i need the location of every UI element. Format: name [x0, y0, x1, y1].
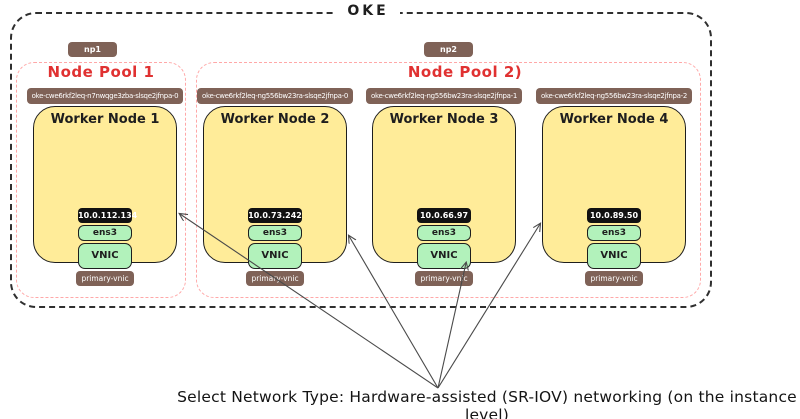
- vnic-box: VNIC: [248, 243, 302, 269]
- interface-badge: ens3: [78, 225, 132, 241]
- worker-node-title: Worker Node 3: [389, 112, 499, 127]
- oke-cluster-label: OKE: [336, 3, 400, 19]
- ip-address-badge: 10.0.73.242: [248, 208, 302, 223]
- instance-name-badge: oke-cwe6rkf2leq-ng556bw23ra-slsqe2jfnpa-…: [536, 88, 692, 104]
- primary-vnic-badge: primary-vnic: [415, 271, 473, 286]
- network-type-caption: Select Network Type: Hardware-assisted (…: [177, 388, 797, 419]
- worker-node-title: Worker Node 4: [559, 112, 669, 127]
- worker-node-title: Worker Node 2: [220, 112, 330, 127]
- interface-badge: ens3: [417, 225, 471, 241]
- ip-address-badge: 10.0.89.50: [587, 208, 641, 223]
- primary-vnic-badge: primary-vnic: [246, 271, 304, 286]
- node-pool-1-title: Node Pool 1: [47, 63, 155, 81]
- primary-vnic-badge: primary-vnic: [585, 271, 643, 286]
- node-pool-2-tag: np2: [424, 42, 473, 57]
- node-pool-1-tag: np1: [68, 42, 117, 57]
- worker-node-1-group: oke-cwe6rkf2leq-n7nwqge3zba-slsqe2jfnpa-…: [27, 0, 183, 300]
- worker-node-2-group: oke-cwe6rkf2leq-ng556bw23ra-slsqe2jfnpa-…: [197, 0, 353, 300]
- primary-vnic-badge: primary-vnic: [76, 271, 134, 286]
- ip-address-badge: 10.0.112.134: [78, 208, 137, 223]
- worker-node-4-group: oke-cwe6rkf2leq-ng556bw23ra-slsqe2jfnpa-…: [536, 0, 692, 300]
- interface-badge: ens3: [587, 225, 641, 241]
- interface-badge: ens3: [248, 225, 302, 241]
- worker-node-title: Worker Node 1: [50, 112, 160, 127]
- instance-name-badge: oke-cwe6rkf2leq-n7nwqge3zba-slsqe2jfnpa-…: [27, 88, 183, 104]
- vnic-box: VNIC: [417, 243, 471, 269]
- vnic-box: VNIC: [78, 243, 132, 269]
- vnic-box: VNIC: [587, 243, 641, 269]
- instance-name-badge: oke-cwe6rkf2leq-ng556bw23ra-slsqe2jfnpa-…: [366, 88, 522, 104]
- node-pool-1-boundary: [16, 62, 186, 298]
- node-pool-2-title: Node Pool 2): [407, 63, 523, 81]
- ip-address-badge: 10.0.66.97: [417, 208, 471, 223]
- instance-name-badge: oke-cwe6rkf2leq-ng556bw23ra-slsqe2jfnpa-…: [197, 88, 353, 104]
- worker-node-3-group: oke-cwe6rkf2leq-ng556bw23ra-slsqe2jfnpa-…: [366, 0, 522, 300]
